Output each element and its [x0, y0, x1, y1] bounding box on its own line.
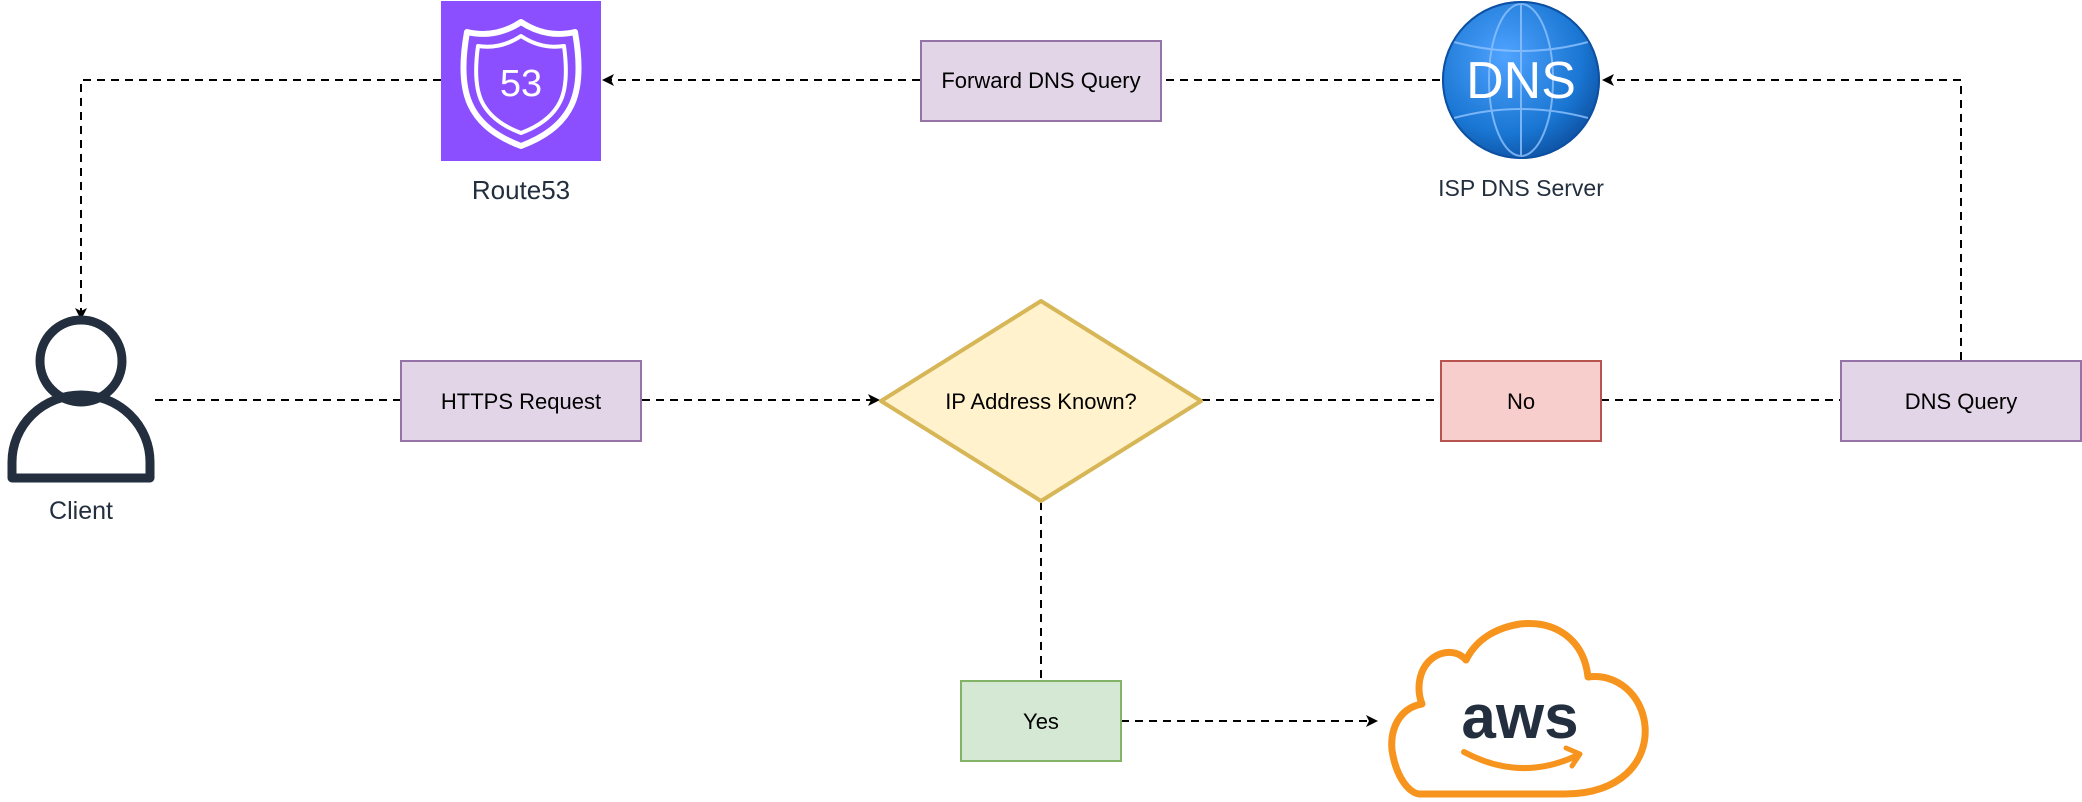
- decision-label: IP Address Known?: [945, 389, 1137, 414]
- route53-badge: 53: [500, 63, 542, 105]
- no-box: [1440, 360, 1602, 442]
- dns-globe-label: DNS: [1466, 52, 1576, 110]
- user-icon: [7, 315, 155, 483]
- yes-node[interactable]: Yes: [960, 680, 1122, 762]
- route53-icon: 53: [441, 1, 601, 161]
- dns-query-label: DNS Query: [1905, 389, 2017, 414]
- yes-box: [960, 680, 1122, 762]
- aws-cloud-icon: aws: [1388, 620, 1649, 798]
- https-request-label: HTTPS Request: [441, 389, 601, 414]
- connector-route53-client: [75, 79, 441, 320]
- no-node[interactable]: No: [1440, 360, 1602, 442]
- https-request-box: [400, 360, 642, 442]
- https-request-node[interactable]: HTTPS Request: [400, 360, 642, 442]
- isp-dns-caption: ISP DNS Server: [1438, 175, 1604, 201]
- dns-query-box: [1840, 360, 2082, 442]
- isp-dns-node[interactable]: DNS ISP DNS Server: [1438, 1, 1604, 201]
- dns-query-node[interactable]: DNS Query: [1840, 360, 2082, 442]
- aws-label: aws: [1461, 683, 1578, 752]
- client-caption: Client: [49, 497, 113, 525]
- decision-node[interactable]: IP Address Known?: [879, 299, 1203, 503]
- route53-caption: Route53: [472, 175, 570, 205]
- forward-dns-query-label: Forward DNS Query: [941, 68, 1140, 93]
- decision-diamond: [879, 299, 1203, 503]
- dns-globe-icon: DNS: [1442, 1, 1600, 159]
- aws-node[interactable]: aws: [1388, 620, 1649, 798]
- yes-label: Yes: [1023, 709, 1059, 734]
- connector-dnsquery-isp: [1602, 74, 1962, 360]
- no-label: No: [1507, 389, 1535, 414]
- forward-dns-query-node[interactable]: Forward DNS Query: [920, 40, 1162, 122]
- client-node[interactable]: Client: [7, 315, 155, 525]
- route53-node[interactable]: 53 Route53: [441, 1, 601, 205]
- forward-dns-query-box: [920, 40, 1162, 122]
